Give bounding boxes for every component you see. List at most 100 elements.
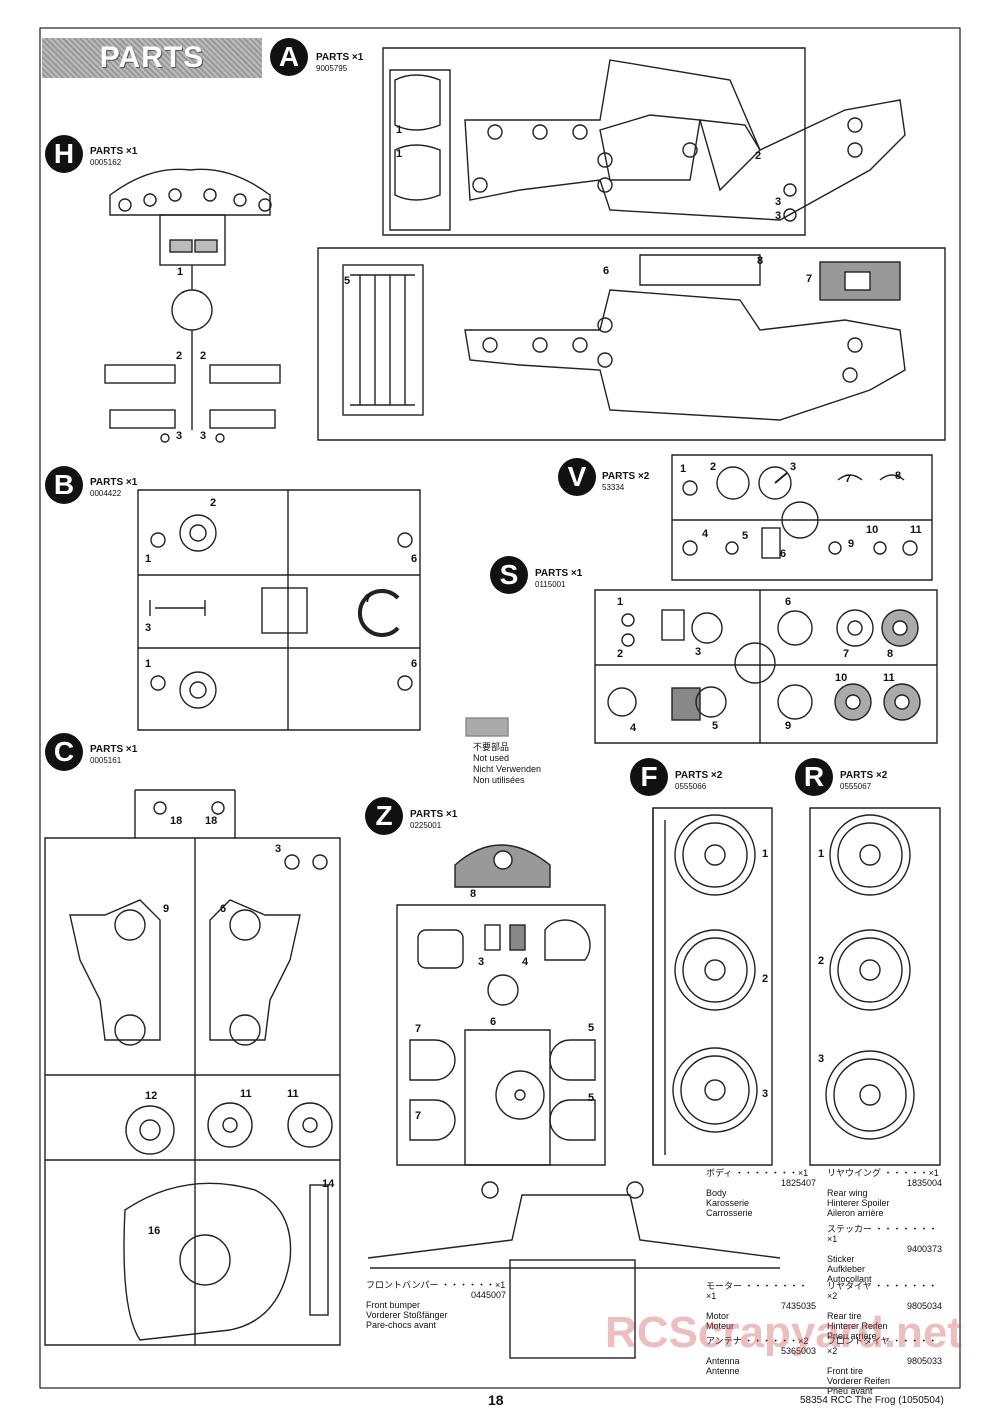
part-number: 3: [200, 430, 207, 442]
legend-en: Not used: [473, 753, 510, 763]
list-line: Carrosserie: [706, 1208, 753, 1218]
sprue-z-badge: Z: [365, 797, 403, 835]
part-number: 18: [170, 815, 183, 827]
list-line: Rear tire: [827, 1311, 862, 1321]
bumper-fr: Pare-chocs avant: [366, 1320, 437, 1330]
part-number: 2: [176, 350, 183, 362]
part-number: 10: [866, 524, 879, 536]
page-number: 18: [488, 1392, 504, 1408]
sprue-c-code: 0005161: [90, 756, 122, 765]
part-number: 1: [177, 266, 184, 278]
part-number: 12: [145, 1090, 158, 1102]
part-number: 7: [365, 593, 372, 605]
parts-list-item: フロントタイヤ ・・・・・×2 9805033 Front tire Vorde…: [827, 1336, 942, 1396]
part-number: 6: [220, 903, 227, 915]
sprue-f-drawing: [652, 807, 773, 1166]
list-code: 7435035: [780, 1301, 816, 1311]
list-jp: リヤタイヤ ・・・・・・・×2: [827, 1281, 938, 1301]
part-number: 3: [145, 622, 152, 634]
part-number: 8: [470, 888, 477, 900]
part-number: 3: [775, 196, 782, 208]
part-number: 7: [806, 273, 813, 285]
part-number: 11: [240, 1088, 252, 1100]
sprue-r-badge: R: [795, 758, 833, 796]
part-number: 7: [415, 1110, 422, 1122]
part-number: 2: [762, 973, 769, 985]
sprue-b-drawing: [137, 489, 421, 731]
not-used-legend: 不要部品 Not used Nicht Verwenden Non utilis…: [473, 742, 541, 786]
parts-list-item: ステッカー ・・・・・・・×1 9400373 Sticker Aufklebe…: [827, 1224, 942, 1284]
part-number: 1: [145, 658, 152, 670]
list-line: Karosserie: [706, 1198, 750, 1208]
part-number: 11: [287, 1088, 299, 1100]
bumper-de: Vorderer Stoßfänger: [366, 1310, 448, 1320]
part-number: 4: [522, 956, 529, 968]
part-number: 8: [895, 470, 902, 482]
part-number: 14: [322, 1178, 335, 1190]
part-number: 3: [695, 646, 702, 658]
sprue-b-code: 0004422: [90, 489, 122, 498]
sprue-s-count: PARTS ×1: [535, 568, 583, 579]
parts-list-item: ボディ ・・・・・・・×1 1825407 Body Karosserie Ca…: [706, 1168, 816, 1218]
part-number: 9: [163, 903, 170, 915]
part-number: 10: [835, 672, 848, 684]
list-code: 9805033: [906, 1356, 942, 1366]
page-title: PARTS: [42, 38, 262, 78]
list-code: 1825407: [780, 1178, 816, 1188]
part-number: 6: [490, 1016, 497, 1028]
part-number: 11: [910, 524, 922, 536]
sprue-f-code: 0555066: [675, 782, 707, 791]
part-number: 3: [775, 210, 782, 222]
sprue-s-drawing: [594, 589, 938, 744]
bumper-code: 0445007: [470, 1290, 506, 1300]
part-number: 18: [205, 815, 218, 827]
list-jp: アンテナ ・・・・・・×2: [706, 1336, 809, 1346]
sprue-r-drawing: [809, 807, 941, 1166]
watermark: RCScrapyard.net: [605, 1308, 963, 1357]
list-line: Body: [706, 1188, 727, 1198]
sprue-s-code: 0115001: [535, 580, 566, 589]
sprue-v-code: 53334: [602, 483, 625, 492]
part-number: 4: [630, 722, 637, 734]
sprue-a-count: PARTS ×1: [316, 52, 364, 63]
sprue-a-badge: A: [270, 38, 308, 76]
parts-list-item: モーター ・・・・・・・×1 7435035 Motor Moteur: [706, 1281, 816, 1331]
sprue-r-code: 0555067: [840, 782, 872, 791]
part-number: 6: [411, 658, 418, 670]
part-number: 5: [344, 275, 351, 287]
part-number: 6: [780, 548, 787, 560]
sprue-v-count: PARTS ×2: [602, 471, 650, 482]
part-number: 3: [790, 461, 797, 473]
part-number: 1: [145, 553, 152, 565]
list-jp: フロントタイヤ ・・・・・×2: [827, 1336, 938, 1356]
sprue-b-count: PARTS ×1: [90, 477, 138, 488]
list-line: Hinterer Spoiler: [827, 1198, 890, 1208]
legend-fr: Non utilisées: [473, 775, 525, 785]
sprue-h-badge: H: [45, 135, 83, 173]
sprue-h-count: PARTS ×1: [90, 146, 138, 157]
list-code: 9805034: [906, 1301, 942, 1311]
sprue-v-badge: V: [558, 458, 596, 496]
legend-de: Nicht Verwenden: [473, 764, 542, 774]
sprue-a-drawing: [382, 47, 906, 236]
list-line: Hinterer Reifen: [827, 1321, 888, 1331]
part-number: 7: [845, 473, 852, 485]
footer-text: 58354 RCC The Frog (1050504): [800, 1395, 944, 1406]
sprue-h-drawing: [104, 168, 281, 443]
part-number: 5: [588, 1022, 595, 1034]
list-jp: リヤウイング ・・・・・×1: [827, 1168, 939, 1178]
sprue-a-code: 9005795: [316, 64, 348, 73]
sprue-f-badge: F: [630, 758, 668, 796]
list-line: Pneu arrière: [827, 1331, 877, 1341]
not-used-swatch: [465, 717, 509, 737]
list-jp: ステッカー ・・・・・・・×1: [827, 1224, 938, 1244]
list-code: 1835004: [906, 1178, 942, 1188]
sprue-a-lower-drawing: [317, 247, 946, 441]
